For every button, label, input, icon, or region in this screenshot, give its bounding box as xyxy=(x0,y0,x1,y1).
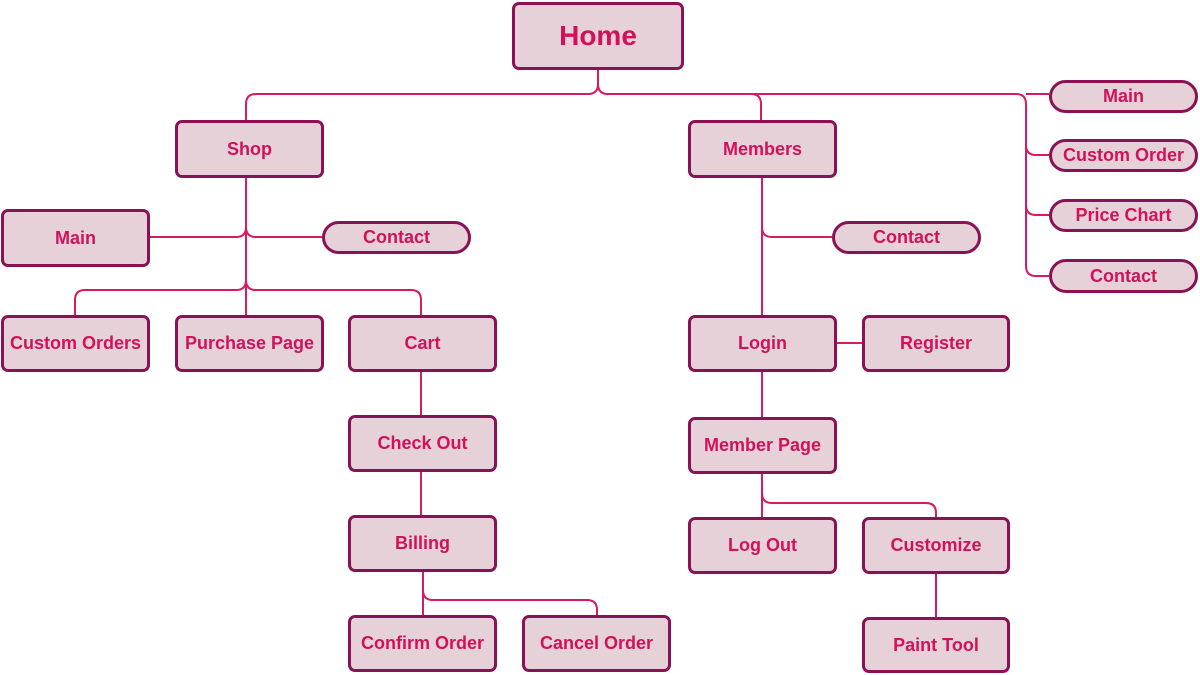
customize-node[interactable]: Customize xyxy=(862,517,1010,574)
confirm-order-node[interactable]: Confirm Order xyxy=(348,615,497,672)
connector-home-side-column xyxy=(751,93,1049,277)
check-out-node[interactable]: Check Out xyxy=(348,415,497,472)
connector-shop-main xyxy=(150,226,247,238)
register-node[interactable]: Register xyxy=(862,315,1010,372)
shop-main-node[interactable]: Main xyxy=(1,209,150,267)
members-contact-node[interactable]: Contact xyxy=(832,221,981,254)
login-node[interactable]: Login xyxy=(688,315,837,372)
connector-home-shop xyxy=(245,70,599,120)
purchase-page-node[interactable]: Purchase Page xyxy=(175,315,324,372)
log-out-node[interactable]: Log Out xyxy=(688,517,837,574)
connector-billing-cancel xyxy=(422,589,598,615)
connector-members-contact xyxy=(761,226,832,238)
billing-node[interactable]: Billing xyxy=(348,515,497,572)
cart-node[interactable]: Cart xyxy=(348,315,497,372)
side-price-chart-node[interactable]: Price Chart xyxy=(1049,199,1198,232)
connector-home-members xyxy=(597,70,762,120)
paint-tool-node[interactable]: Paint Tool xyxy=(862,617,1010,673)
custom-orders-node[interactable]: Custom Orders xyxy=(1,315,150,372)
home-node[interactable]: Home xyxy=(512,2,684,70)
connector-shop-custom-orders xyxy=(74,279,247,315)
member-page-node[interactable]: Member Page xyxy=(688,417,837,474)
connector-shop-cart xyxy=(245,279,422,315)
members-node[interactable]: Members xyxy=(688,120,837,178)
shop-node[interactable]: Shop xyxy=(175,120,324,178)
connector-member-page-customize xyxy=(761,492,937,517)
connector-side-price-chart xyxy=(1025,204,1049,216)
connector-side-custom-order xyxy=(1025,144,1049,156)
side-main-node[interactable]: Main xyxy=(1049,80,1198,113)
cancel-order-node[interactable]: Cancel Order xyxy=(522,615,671,672)
connector-shop-contact xyxy=(245,226,322,238)
shop-contact-node[interactable]: Contact xyxy=(322,221,471,254)
side-custom-order-node[interactable]: Custom Order xyxy=(1049,139,1198,172)
side-contact-node[interactable]: Contact xyxy=(1049,259,1198,293)
